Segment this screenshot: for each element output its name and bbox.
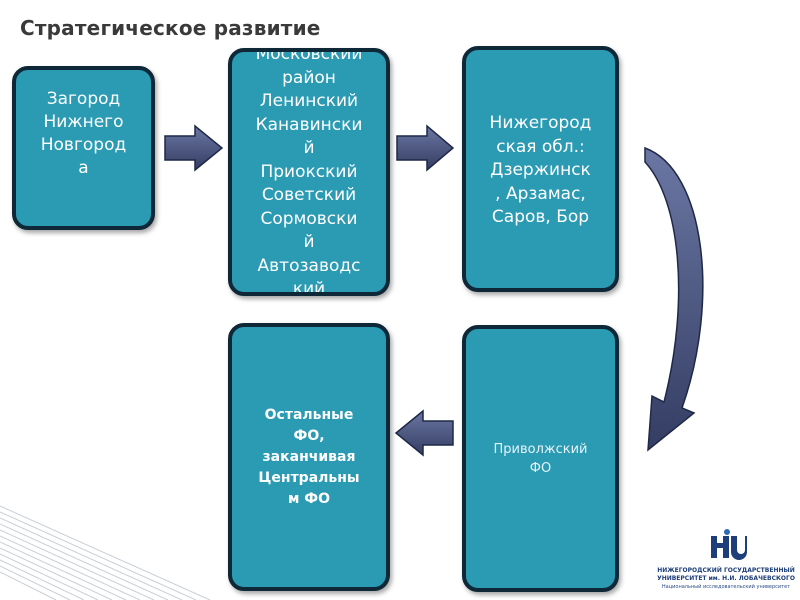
box-districts-label: Московский район Ленинский Канавински й … — [255, 48, 363, 296]
logo-line-2: УНИВЕРСИТЕТ им. Н.И. ЛОБАЧЕВСКОГО — [657, 575, 795, 582]
box-zagorod-label: Загород Нижнего Новгород а — [40, 89, 127, 178]
logo-line-1: НИЖЕГОРОДСКИЙ ГОСУДАРСТВЕННЫЙ — [657, 567, 795, 574]
box-region: Нижегород ская обл.: Дзержинск , Арзамас… — [462, 46, 619, 292]
university-logo-icon — [711, 529, 747, 560]
box-districts: Московский район Ленинский Канавински й … — [228, 48, 390, 296]
box-region-label: Нижегород ская обл.: Дзержинск , Арзамас… — [489, 113, 592, 227]
box-privolzh: Приволжский ФО — [462, 325, 619, 592]
box-privolzh-label: Приволжский ФО — [493, 441, 588, 476]
box-other-fo: Остальные ФО, заканчивая Центральны м ФО — [228, 323, 390, 591]
box-zagorod: Загород Нижнего Новгород а — [12, 66, 155, 230]
right-arrow-icon — [164, 124, 224, 172]
curved-arrow-icon — [644, 146, 704, 452]
university-logo: НИЖЕГОРОДСКИЙ ГОСУДАРСТВЕННЫЙ УНИВЕРСИТЕ… — [655, 528, 797, 596]
right-arrow-icon — [396, 124, 455, 172]
box-other-fo-label: Остальные ФО, заканчивая Центральны м ФО — [258, 406, 360, 507]
logo-line-3: Национальный исследовательский университ… — [661, 584, 791, 590]
slide-title: Стратегическое развитие — [20, 16, 321, 40]
left-arrow-icon — [394, 409, 454, 457]
